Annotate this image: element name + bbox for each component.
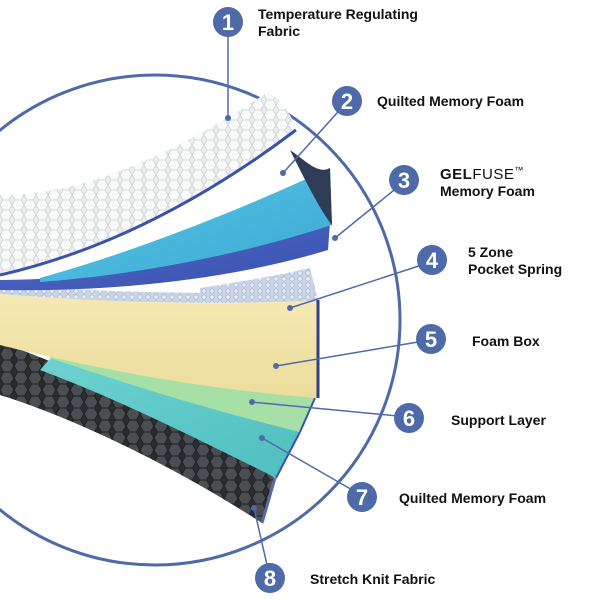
label-layer-4: 5 Zone Pocket Spring xyxy=(468,244,562,278)
leader-dots xyxy=(225,115,338,511)
badge-1-number: 1 xyxy=(222,10,234,35)
layer-temperature-fabric xyxy=(0,92,296,275)
badge-5: 5 xyxy=(416,324,446,354)
label-layer-8: Stretch Knit Fabric xyxy=(310,571,435,588)
badge-5-number: 5 xyxy=(425,327,437,352)
label-layer-2: Quilted Memory Foam xyxy=(377,93,524,110)
layer-stretch-knit-fabric xyxy=(0,342,275,523)
badge-7-number: 7 xyxy=(356,485,368,510)
badge-1: 1 xyxy=(213,7,243,37)
layer-gelfuse-memory-foam xyxy=(0,222,330,291)
label-layer-3-line-1: Memory Foam xyxy=(440,183,535,199)
label-layer-7: Quilted Memory Foam xyxy=(399,490,546,507)
gelfuse-brand: GELFUSE™ xyxy=(440,165,524,183)
layer-stretch-knit-edge xyxy=(260,477,277,524)
badge-4-number: 4 xyxy=(426,248,439,273)
badge-3: 3 xyxy=(389,165,419,195)
badge-8: 8 xyxy=(255,563,285,593)
badge-8-number: 8 xyxy=(264,566,276,591)
label-layer-1-line-1: Temperature Regulating xyxy=(258,6,418,22)
badge-3-number: 3 xyxy=(398,168,410,193)
label-layer-4-line-1: 5 Zone xyxy=(468,244,514,260)
badge-2-number: 2 xyxy=(341,89,353,114)
label-layer-5: Foam Box xyxy=(472,333,540,350)
layer-foam-box xyxy=(0,290,318,398)
badge-6-number: 6 xyxy=(403,406,415,431)
label-layer-7-line-1: Quilted Memory Foam xyxy=(399,490,547,506)
label-layer-5-line-1: Foam Box xyxy=(472,333,540,349)
label-layer-8-line-1: Stretch Knit Fabric xyxy=(310,571,436,587)
label-layer-2-line-1: Quilted Memory Foam xyxy=(377,93,525,109)
badge-6: 6 xyxy=(394,403,424,433)
layer-quilted-memory-foam-bottom xyxy=(40,348,300,478)
badge-4: 4 xyxy=(417,245,447,275)
label-layer-1-line-2: Fabric xyxy=(258,23,301,39)
label-layer-3: GELFUSE™ Memory Foam xyxy=(440,162,535,200)
layer-quilted-memory-foam-top xyxy=(40,168,332,282)
badge-7: 7 xyxy=(347,482,377,512)
badge-2: 2 xyxy=(332,86,362,116)
label-layer-1: Temperature Regulating Fabric xyxy=(258,6,418,40)
label-layer-6: Support Layer xyxy=(451,412,546,429)
outline-circle xyxy=(0,73,402,567)
label-layer-6-line-1: Support Layer xyxy=(451,412,546,428)
label-layer-4-line-2: Pocket Spring xyxy=(468,261,563,277)
